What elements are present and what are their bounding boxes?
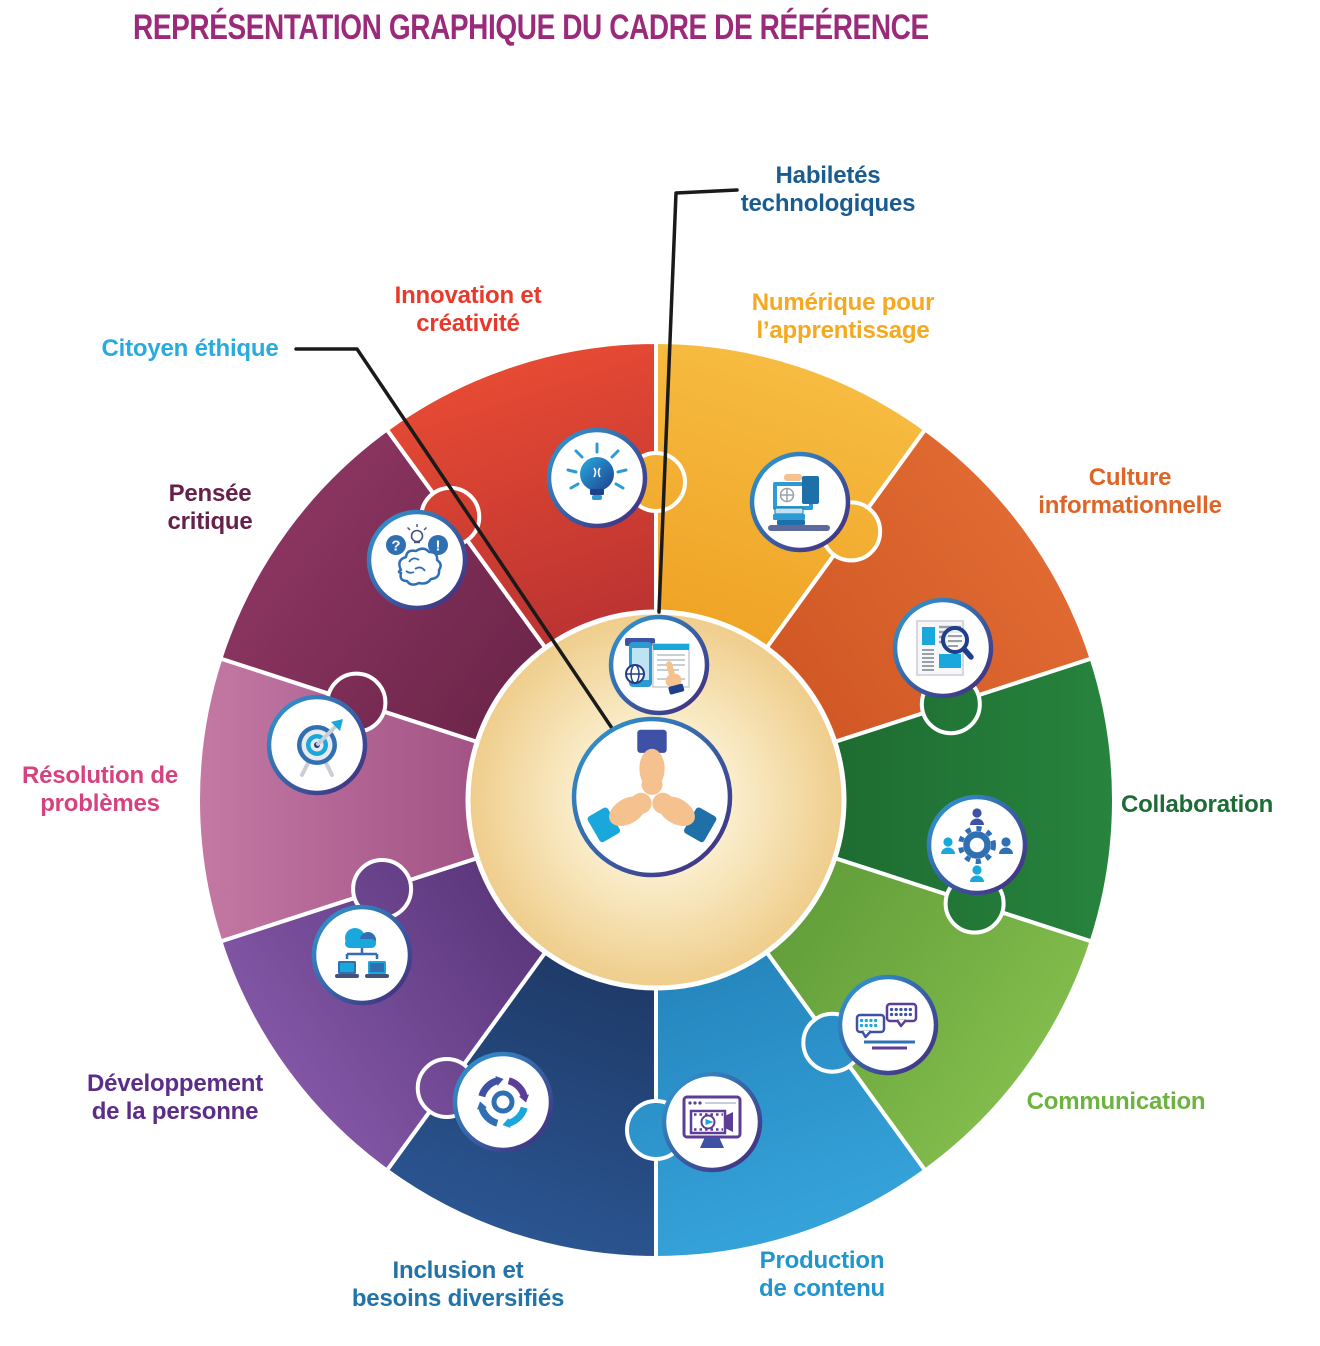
segment-label-culture: Culture informationnelle bbox=[1038, 464, 1222, 519]
team-gear-icon bbox=[926, 794, 1028, 896]
segment-label-production: Production de contenu bbox=[758, 1247, 886, 1302]
video-monitor-icon bbox=[661, 1071, 763, 1173]
chat-bubbles-icon bbox=[837, 974, 939, 1076]
segment-label-pensee: Pensée critique bbox=[167, 480, 253, 535]
lightbulb-icon bbox=[546, 427, 648, 529]
segment-label-inclusion: Inclusion et besoins diversifiés bbox=[351, 1257, 565, 1312]
callout-line-citoyen bbox=[294, 347, 630, 754]
segment-label-resolution: Résolution de problèmes bbox=[21, 762, 179, 817]
segment-label-developpement: Développement de la personne bbox=[86, 1070, 264, 1125]
cloud-network-icon bbox=[311, 904, 413, 1006]
segment-label-communication: Communication bbox=[1026, 1088, 1206, 1116]
segment-label-numerique: Numérique pour l’apprentissage bbox=[751, 289, 935, 344]
digital-skills-icon bbox=[608, 614, 710, 716]
brain-question-icon bbox=[366, 509, 468, 611]
page-title: REPRÉSENTATION GRAPHIQUE DU CADRE DE RÉF… bbox=[133, 8, 929, 47]
target-dart-icon bbox=[266, 694, 368, 796]
segment-label-collaboration: Collaboration bbox=[1120, 791, 1274, 819]
laptop-books-icon bbox=[749, 451, 851, 553]
callout-line-habiletes bbox=[657, 188, 739, 614]
callout-label-habiletes: Habiletés technologiques bbox=[740, 162, 916, 217]
callout-label-citoyen: Citoyen éthique bbox=[101, 335, 279, 363]
segment-label-innovation: Innovation et créativité bbox=[394, 282, 542, 337]
joined-hands-icon bbox=[571, 716, 733, 878]
cycle-arrows-icon bbox=[452, 1051, 554, 1153]
newspaper-magnifier-icon bbox=[892, 597, 994, 699]
